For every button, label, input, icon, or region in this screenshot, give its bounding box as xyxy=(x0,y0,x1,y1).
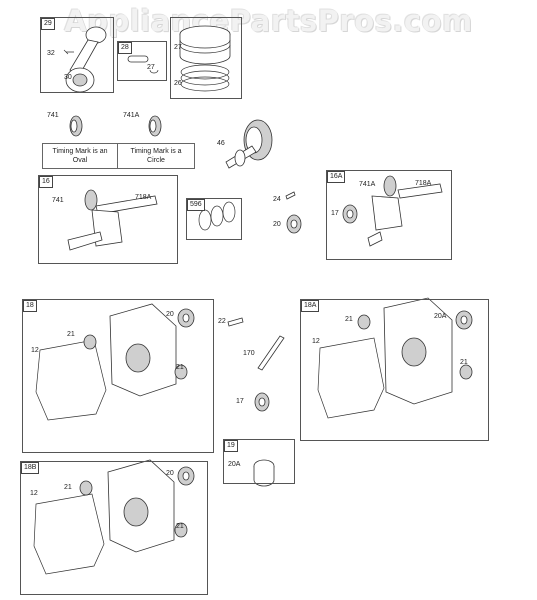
group-label-18: 18 xyxy=(23,300,37,312)
bolt-22-drawing xyxy=(227,317,244,327)
part-label: 21 xyxy=(64,484,72,491)
piston-drawing xyxy=(179,25,231,92)
group-box-28 xyxy=(117,41,167,81)
camshaft-drawing xyxy=(225,119,273,169)
group-box-18A xyxy=(300,299,489,441)
group-box-16 xyxy=(38,175,178,264)
bushing-19-drawing xyxy=(253,459,275,487)
timing-mark-circle-note: Timing Mark is a Circle xyxy=(117,143,195,169)
group-box-18 xyxy=(22,299,214,453)
crankshaft-16-drawing xyxy=(67,189,158,251)
timing-mark-oval-note: Timing Mark is an Oval xyxy=(42,143,118,169)
group-label-596: 596 xyxy=(187,199,205,211)
timing-gear-741A-drawing xyxy=(148,115,162,137)
part-label: 741A xyxy=(123,112,140,119)
part-label: 20A xyxy=(434,313,447,320)
group-label-18B: 18B xyxy=(21,462,40,474)
part-label: 12 xyxy=(30,490,38,497)
pin-24-drawing xyxy=(285,191,296,200)
group-label-28: 28 xyxy=(118,42,132,54)
group-box-29 xyxy=(40,17,114,93)
watermark-logo: AppliancePartsPros.com xyxy=(64,4,473,38)
part-label: 32 xyxy=(47,50,55,57)
part-label: 22 xyxy=(218,318,226,325)
part-label: 12 xyxy=(312,338,320,345)
group-box-16A xyxy=(326,170,452,260)
governor-shaft-170-drawing xyxy=(257,335,285,371)
part-label: 21 xyxy=(176,364,184,371)
sump-18B-drawing xyxy=(33,459,195,575)
group-label-29: 29 xyxy=(41,18,55,30)
part-label: 170 xyxy=(243,350,255,357)
connecting-rod-drawing xyxy=(63,26,107,93)
part-label: 20 xyxy=(166,311,174,318)
piston-pin-drawing xyxy=(127,55,159,74)
group-label-19: 19 xyxy=(224,440,238,452)
part-label: 17 xyxy=(331,210,339,217)
timing-gear-741-drawing xyxy=(69,115,83,137)
washers-596-drawing xyxy=(198,201,236,231)
seal-20-drawing xyxy=(286,214,302,234)
part-label: 21 xyxy=(345,316,353,323)
part-label: 741 xyxy=(47,112,59,119)
part-label: 24 xyxy=(273,196,281,203)
group-label-16A: 16A xyxy=(327,171,346,183)
group-box-18B xyxy=(20,461,208,595)
part-label: 21 xyxy=(176,523,184,530)
part-label: 741 xyxy=(52,197,64,204)
timing-mark-circle-text: Timing Mark is a Circle xyxy=(130,148,182,164)
part-label: 20 xyxy=(273,221,281,228)
part-label: 20 xyxy=(166,470,174,477)
group-box-piston xyxy=(170,17,242,99)
part-label: 27 xyxy=(147,64,155,71)
group-label-16: 16 xyxy=(39,176,53,188)
sump-18A-drawing xyxy=(317,297,473,419)
part-label: 17 xyxy=(236,398,244,405)
part-label: 27 xyxy=(174,44,182,51)
part-label: 30 xyxy=(64,74,72,81)
timing-mark-oval-text: Timing Mark is an Oval xyxy=(52,148,108,164)
sump-18-drawing xyxy=(35,303,195,421)
part-label: 20A xyxy=(228,461,241,468)
part-label: 21 xyxy=(67,331,75,338)
part-label: 718A xyxy=(415,180,432,187)
part-label: 12 xyxy=(31,347,39,354)
part-label: 26 xyxy=(174,80,182,87)
part-label: 741A xyxy=(359,181,376,188)
seal-17-drawing xyxy=(254,392,270,412)
group-box-19 xyxy=(223,439,295,484)
part-label: 46 xyxy=(217,140,225,147)
part-label: 21 xyxy=(460,359,468,366)
group-box-596 xyxy=(186,198,242,240)
crankshaft-16A-drawing xyxy=(342,175,443,247)
part-label: 718A xyxy=(135,194,152,201)
group-label-18A: 18A xyxy=(301,300,320,312)
